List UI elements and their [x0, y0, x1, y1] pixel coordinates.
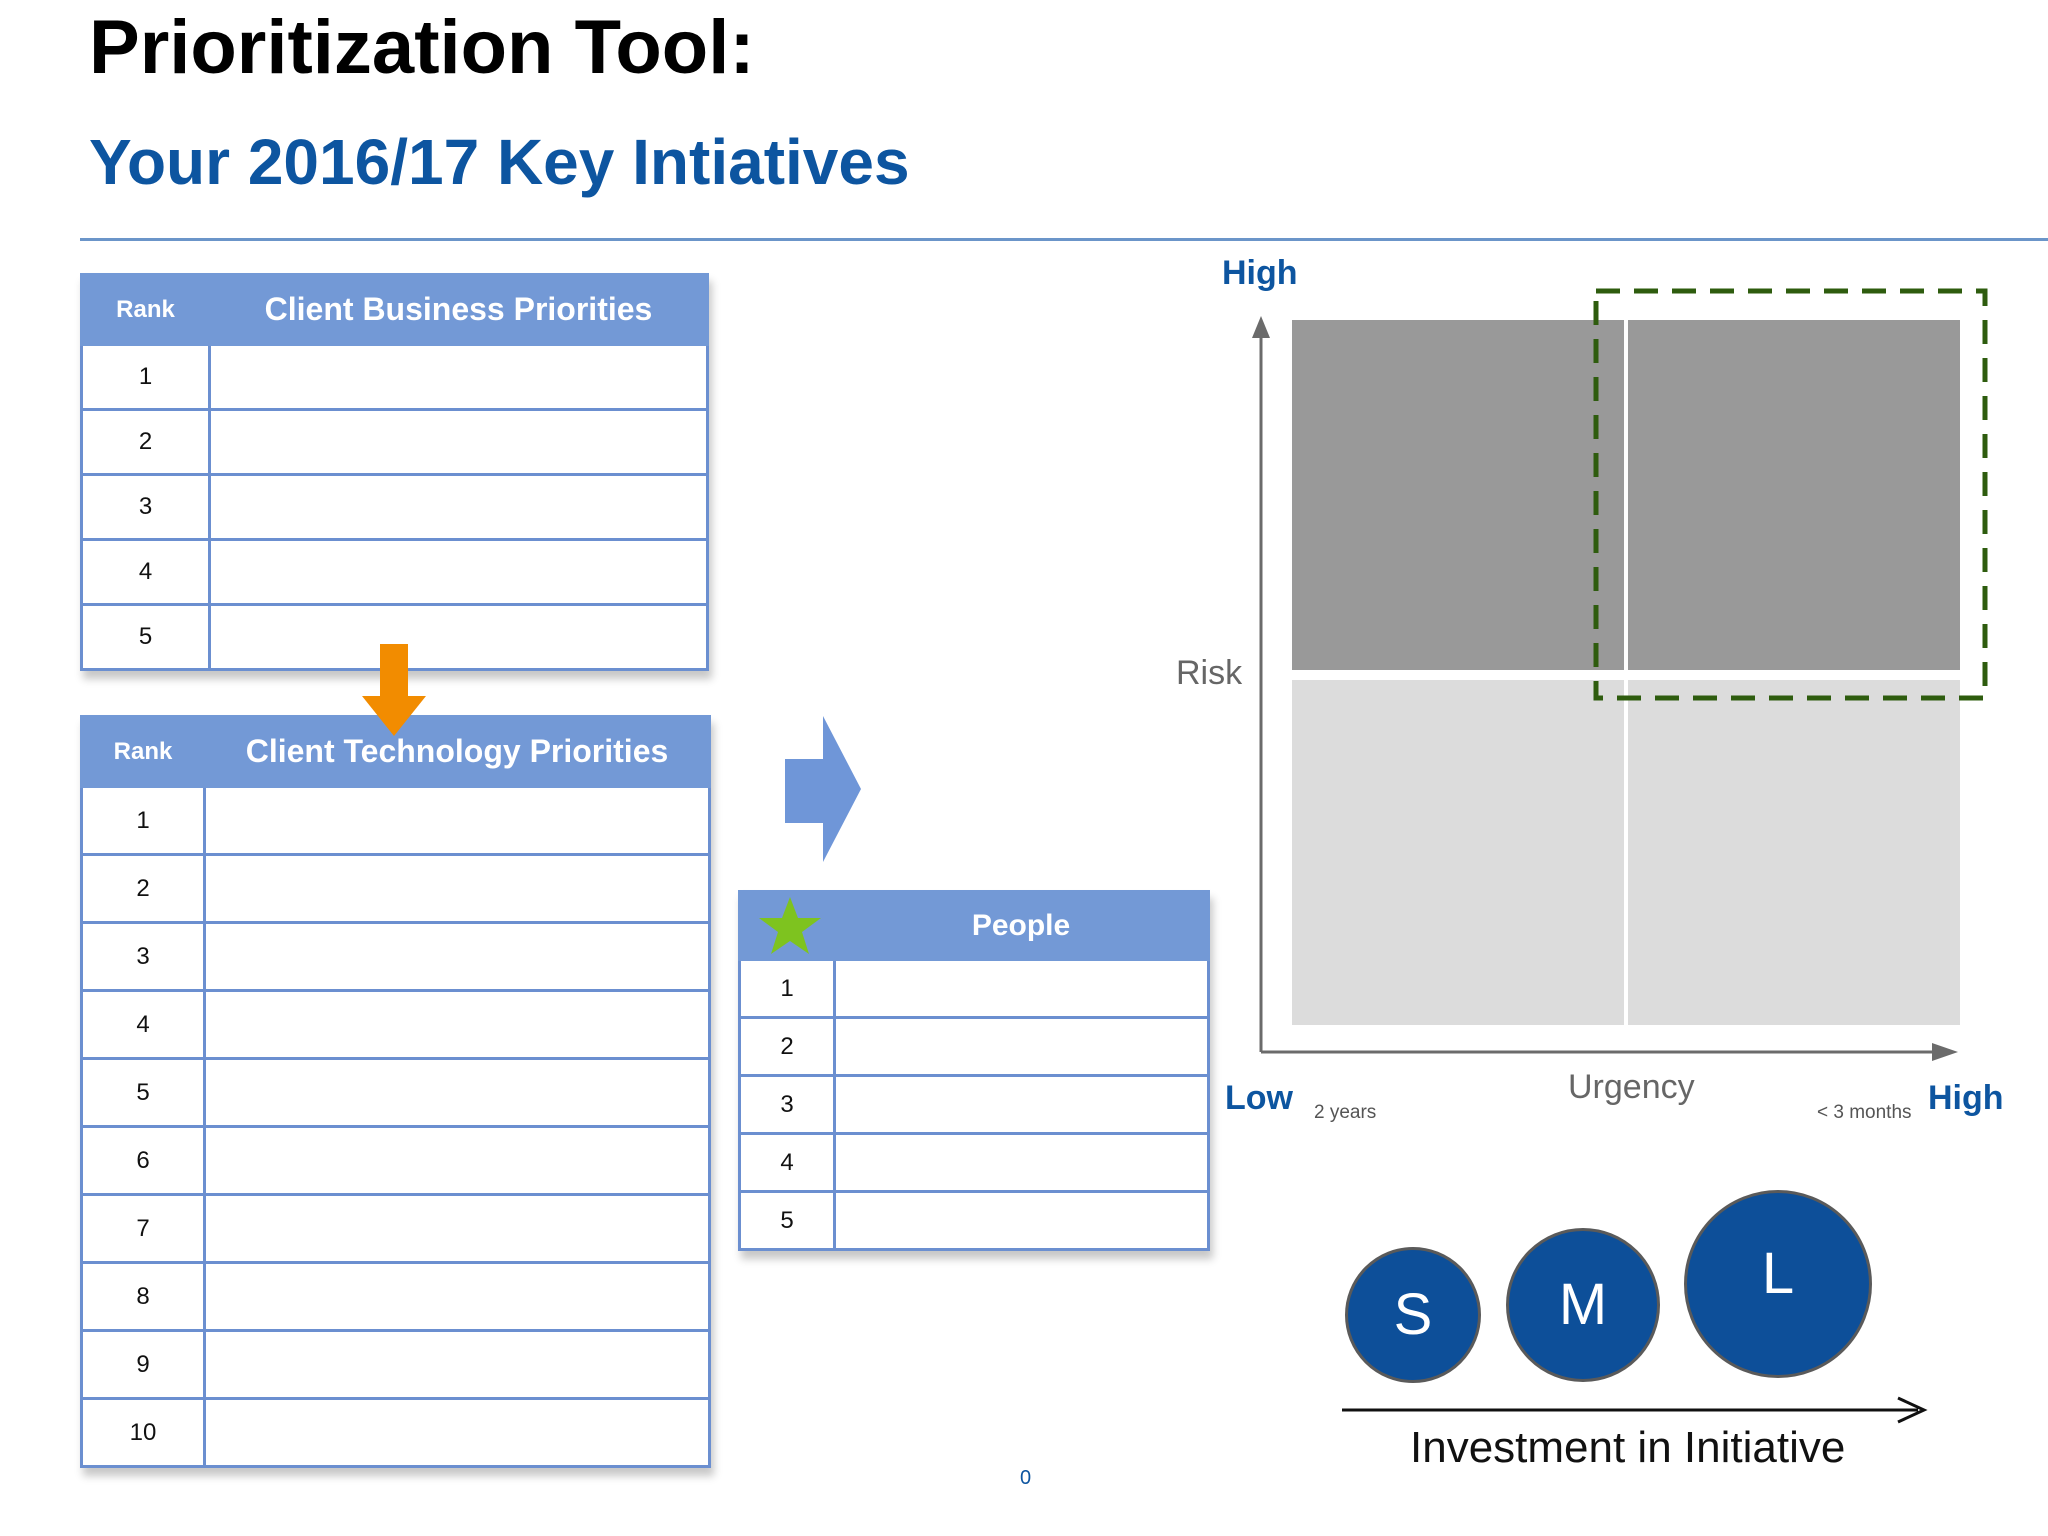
- priority-cell[interactable]: [203, 1125, 711, 1196]
- table-row: 10: [80, 1397, 711, 1468]
- x-axis-high-label: High: [1928, 1079, 2004, 1117]
- people-table: People 1 2 3 4 5: [738, 890, 1210, 1251]
- arrow-down-icon: [362, 644, 426, 736]
- rank-cell: 1: [738, 958, 836, 1019]
- priority-cell[interactable]: [203, 921, 711, 992]
- x-axis-low-label: Low: [1225, 1079, 1293, 1117]
- quadrant-high-risk-high-urgency: [1628, 320, 1960, 670]
- arrow-right-icon: [785, 716, 861, 862]
- table-row: 7: [80, 1193, 711, 1264]
- table-row: 9: [80, 1329, 711, 1400]
- star-header-cell: [738, 890, 836, 961]
- table-row: 1: [80, 343, 709, 411]
- page-number: 0: [1020, 1467, 1032, 1489]
- rank-cell: 4: [80, 989, 206, 1060]
- table-row: 1: [80, 785, 711, 856]
- priority-cell[interactable]: [208, 408, 709, 476]
- people-cell[interactable]: [833, 1132, 1210, 1193]
- rank-cell: 5: [738, 1190, 836, 1251]
- rank-cell: 2: [80, 408, 211, 476]
- rank-cell: 4: [738, 1132, 836, 1193]
- priority-cell[interactable]: [203, 989, 711, 1060]
- people-cell[interactable]: [833, 1190, 1210, 1251]
- table-row: 6: [80, 1125, 711, 1196]
- page-title: Prioritization Tool:: [89, 5, 755, 90]
- quadrant-low-risk-high-urgency: [1628, 680, 1960, 1025]
- table-row: 4: [80, 989, 711, 1060]
- rank-cell: 1: [80, 785, 206, 856]
- rank-cell: 3: [80, 473, 211, 541]
- business-priorities-table: Rank Client Business Priorities 1 2 3 4 …: [80, 273, 709, 671]
- x-axis-arrowhead: [1932, 1043, 1958, 1061]
- rank-cell: 8: [80, 1261, 206, 1332]
- rank-cell: 3: [80, 921, 206, 992]
- table-row: 5: [738, 1190, 1210, 1251]
- table-row: 3: [80, 473, 709, 541]
- quadrant-low-risk-low-urgency: [1292, 680, 1624, 1025]
- rank-cell: 9: [80, 1329, 206, 1400]
- quadrant-high-risk-low-urgency: [1292, 320, 1624, 670]
- rank-cell: 5: [80, 603, 211, 671]
- table-row: 8: [80, 1261, 711, 1332]
- rank-cell: 10: [80, 1397, 206, 1468]
- priority-cell[interactable]: [208, 473, 709, 541]
- table-row: 2: [80, 853, 711, 924]
- table-row: 1: [738, 958, 1210, 1019]
- y-axis-arrowhead: [1252, 316, 1270, 338]
- rank-cell: 2: [80, 853, 206, 924]
- x-axis-low-note: 2 years: [1314, 1102, 1377, 1123]
- people-cell[interactable]: [833, 958, 1210, 1019]
- x-axis-high-note: < 3 months: [1817, 1102, 1912, 1123]
- table-row: 5: [80, 1057, 711, 1128]
- investment-small-bubble: S: [1345, 1247, 1481, 1383]
- people-cell[interactable]: [833, 1016, 1210, 1077]
- x-axis-label: Urgency: [1568, 1068, 1695, 1106]
- y-axis-high-label: High: [1222, 254, 1298, 292]
- investment-axis-arrowhead: [1897, 1396, 1928, 1424]
- rank-header: Rank: [80, 273, 211, 346]
- table-row: 2: [738, 1016, 1210, 1077]
- priority-cell[interactable]: [203, 853, 711, 924]
- priority-cell[interactable]: [208, 603, 709, 671]
- rank-header: Rank: [80, 715, 206, 788]
- table-row: 4: [80, 538, 709, 606]
- table-row: 4: [738, 1132, 1210, 1193]
- rank-cell: 3: [738, 1074, 836, 1135]
- business-priorities-header: Client Business Priorities: [208, 273, 709, 346]
- technology-priorities-header: Client Technology Priorities: [203, 715, 711, 788]
- table-row: 3: [80, 921, 711, 992]
- rank-cell: 2: [738, 1016, 836, 1077]
- investment-medium-bubble: M: [1506, 1228, 1660, 1382]
- rank-cell: 1: [80, 343, 211, 411]
- table-row: 5: [80, 603, 709, 671]
- rank-cell: 5: [80, 1057, 206, 1128]
- header-divider: [80, 238, 2048, 241]
- people-cell[interactable]: [833, 1074, 1210, 1135]
- star-icon: [759, 897, 821, 954]
- priority-cell[interactable]: [203, 1057, 711, 1128]
- page-subtitle: Your 2016/17 Key Intiatives: [89, 126, 910, 198]
- investment-large-bubble: L: [1684, 1190, 1872, 1378]
- rank-cell: 4: [80, 538, 211, 606]
- priority-cell[interactable]: [203, 785, 711, 856]
- rank-cell: 6: [80, 1125, 206, 1196]
- priority-cell[interactable]: [208, 343, 709, 411]
- priority-cell[interactable]: [203, 1261, 711, 1332]
- priority-cell[interactable]: [203, 1397, 711, 1468]
- priority-cell[interactable]: [203, 1193, 711, 1264]
- y-axis-label: Risk: [1176, 654, 1243, 692]
- investment-axis-label: Investment in Initiative: [1410, 1423, 1846, 1472]
- priority-cell[interactable]: [208, 538, 709, 606]
- rank-cell: 7: [80, 1193, 206, 1264]
- people-header: People: [833, 890, 1210, 961]
- table-row: 2: [80, 408, 709, 476]
- table-row: 3: [738, 1074, 1210, 1135]
- technology-priorities-table: Rank Client Technology Priorities 1 2 3 …: [80, 715, 711, 1468]
- priority-cell[interactable]: [203, 1329, 711, 1400]
